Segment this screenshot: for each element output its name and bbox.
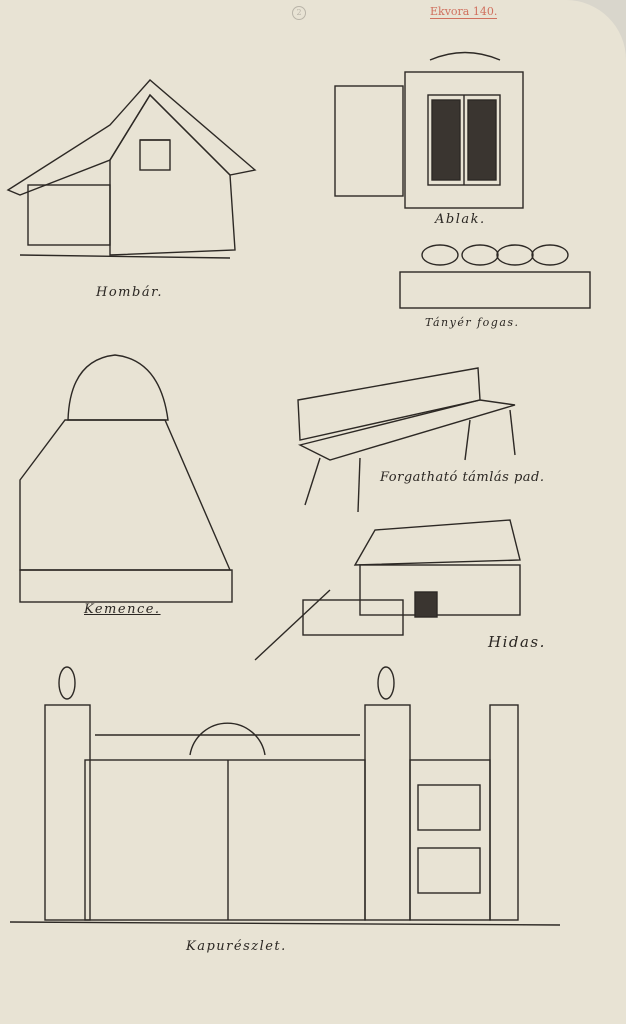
label-window: Ablak. [435,212,486,227]
oven-drawing [19,354,233,603]
pigsty-drawing [254,519,521,661]
inventory-stamp: Ekvora 140. [430,5,498,19]
label-oven: Kemence. [84,602,161,617]
granary-drawing [6,79,257,259]
bench-drawing [297,367,516,513]
plate-rack-drawing [399,244,591,309]
gate-drawing [9,666,561,926]
label-gate: Kapurészlet. [186,939,287,954]
label-pigsty: Hidas. [488,633,546,651]
label-granary: Hombár. [96,285,163,300]
window-drawing [334,51,524,209]
label-plate-rack: Tányér fogas. [425,316,520,329]
label-bench: Forgatható támlás pad. [380,470,545,485]
page-number: 2 [292,6,306,20]
